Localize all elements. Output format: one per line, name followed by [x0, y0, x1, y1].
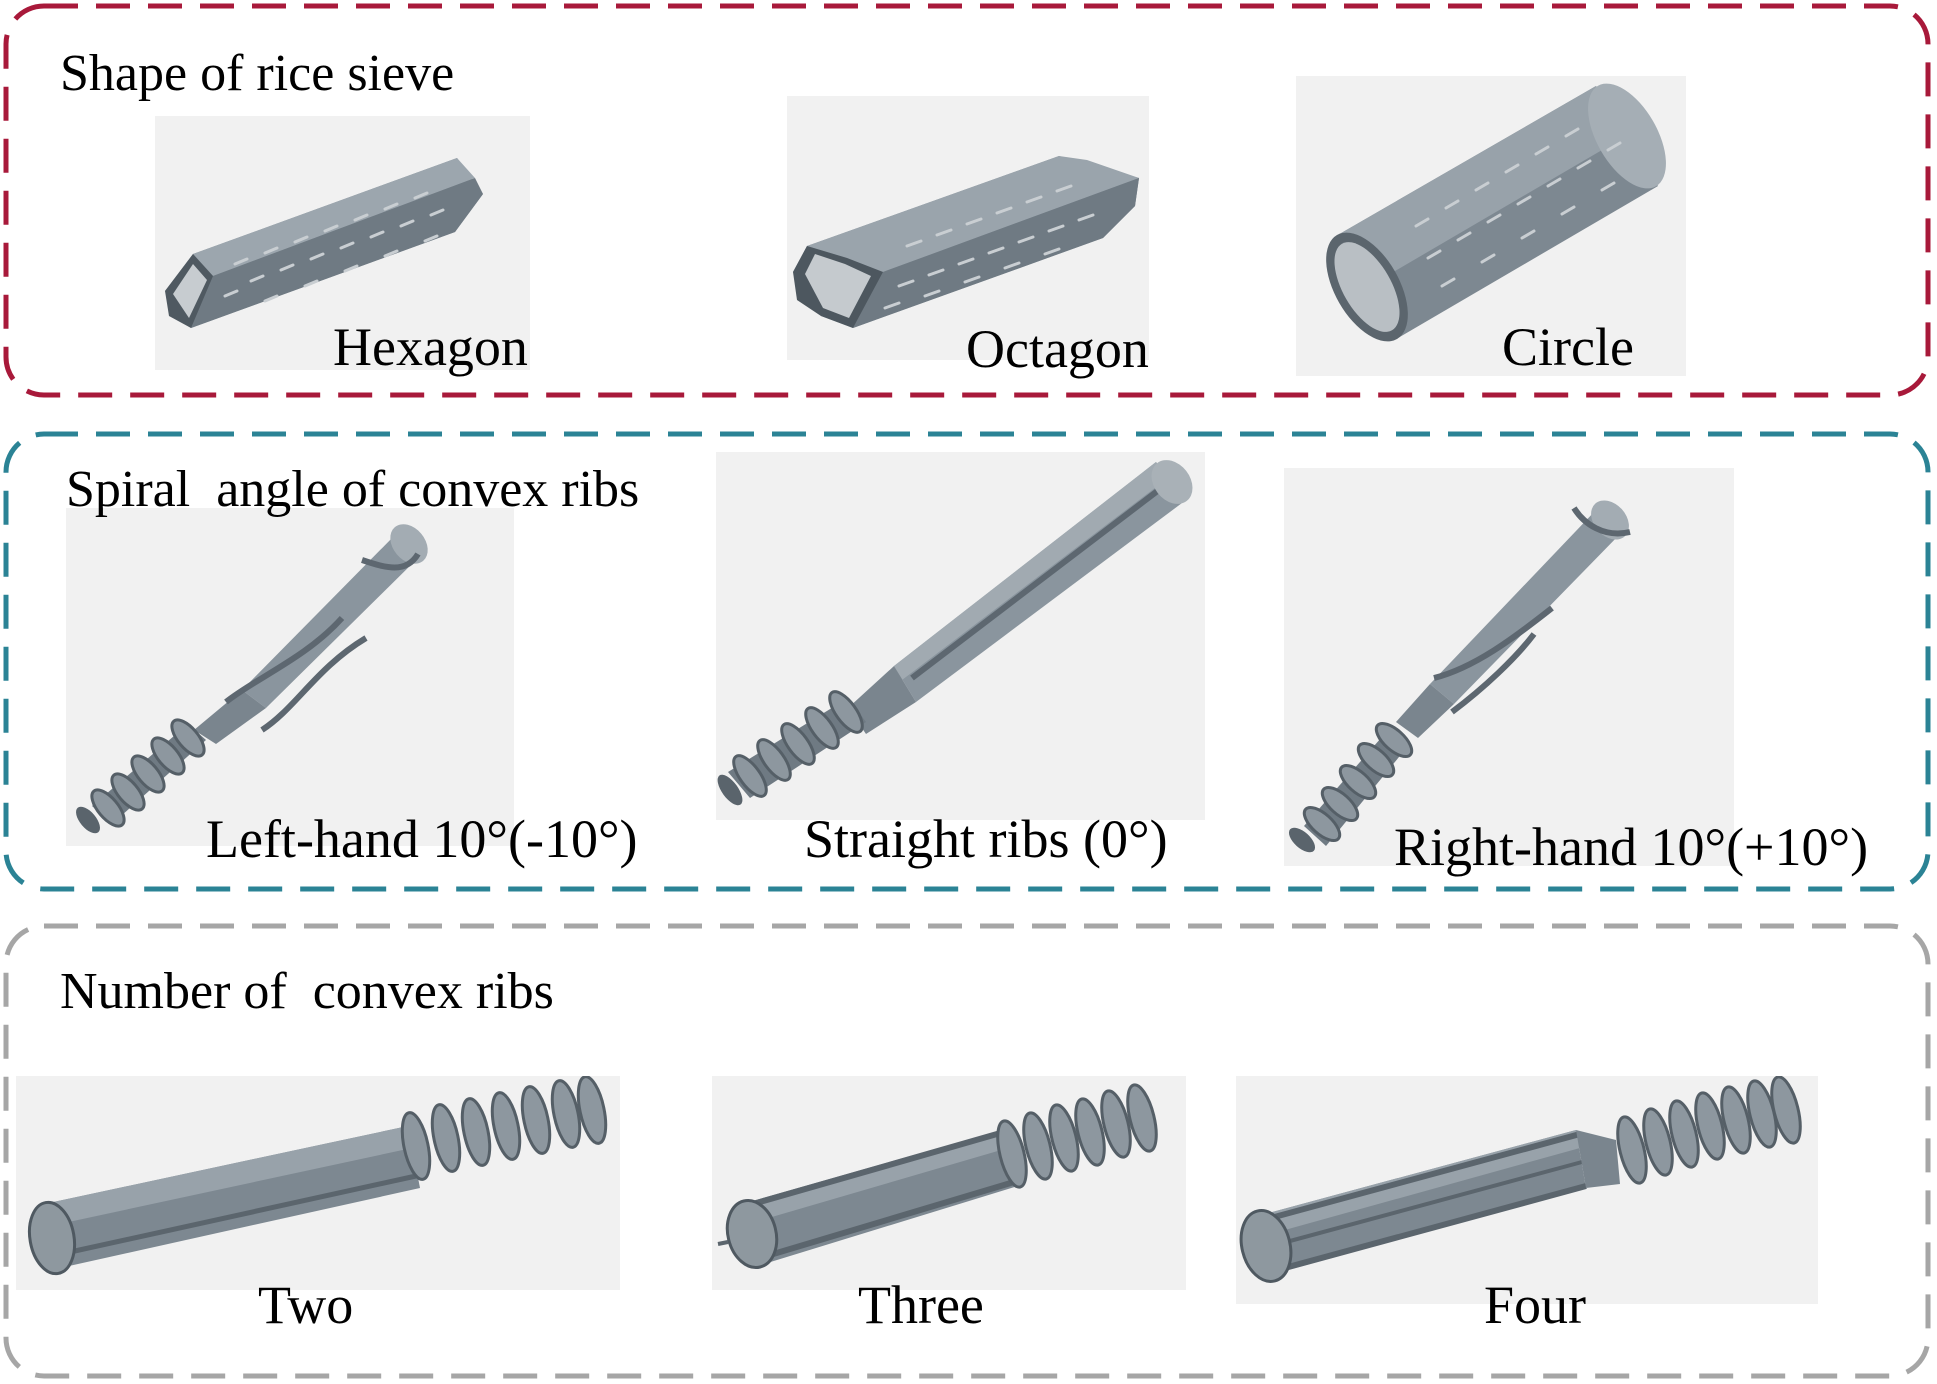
three-rib-image — [712, 1076, 1186, 1290]
panel-border-spiral — [3, 431, 1931, 892]
straight-rib-roller-icon — [717, 460, 1193, 806]
right-hand-rib-roller-icon — [1288, 500, 1631, 853]
left-hand-rib-roller-icon — [76, 524, 428, 834]
right-hand-rib-image — [1284, 468, 1734, 866]
panel-title-spiral-angle: Spiral angle of convex ribs — [66, 461, 640, 518]
caption-left-hand: Left-hand 10°(-10°) — [206, 809, 638, 869]
octagon-sieve-image — [787, 96, 1149, 360]
panel-title-sieve-shape: Shape of rice sieve — [60, 45, 455, 102]
circle-sieve-image — [1296, 76, 1686, 376]
two-rib-roller-icon — [27, 1076, 608, 1276]
panel-border-sieve — [3, 3, 1931, 398]
panel-border-number — [3, 923, 1931, 1379]
straight-rib-image — [716, 452, 1205, 820]
left-hand-rib-image — [66, 508, 514, 846]
hexagon-sieve-image — [155, 116, 530, 370]
two-rib-image — [16, 1076, 620, 1290]
four-rib-roller-icon — [1239, 1076, 1802, 1283]
octagon-sieve-icon — [793, 156, 1139, 328]
caption-three: Three — [858, 1275, 984, 1335]
caption-hexagon: Hexagon — [333, 317, 528, 377]
circle-sieve-icon — [1326, 83, 1666, 342]
caption-four: Four — [1484, 1275, 1587, 1335]
caption-two: Two — [258, 1275, 354, 1335]
caption-straight-ribs: Straight ribs (0°) — [804, 809, 1168, 869]
hexagon-sieve-icon — [165, 158, 483, 328]
panel-title-rib-number: Number of convex ribs — [60, 963, 554, 1020]
caption-circle: Circle — [1502, 317, 1634, 377]
four-rib-image — [1236, 1076, 1818, 1304]
caption-octagon: Octagon — [966, 319, 1149, 379]
three-rib-roller-icon — [717, 1083, 1158, 1269]
caption-right-hand: Right-hand 10°(+10°) — [1394, 817, 1869, 877]
